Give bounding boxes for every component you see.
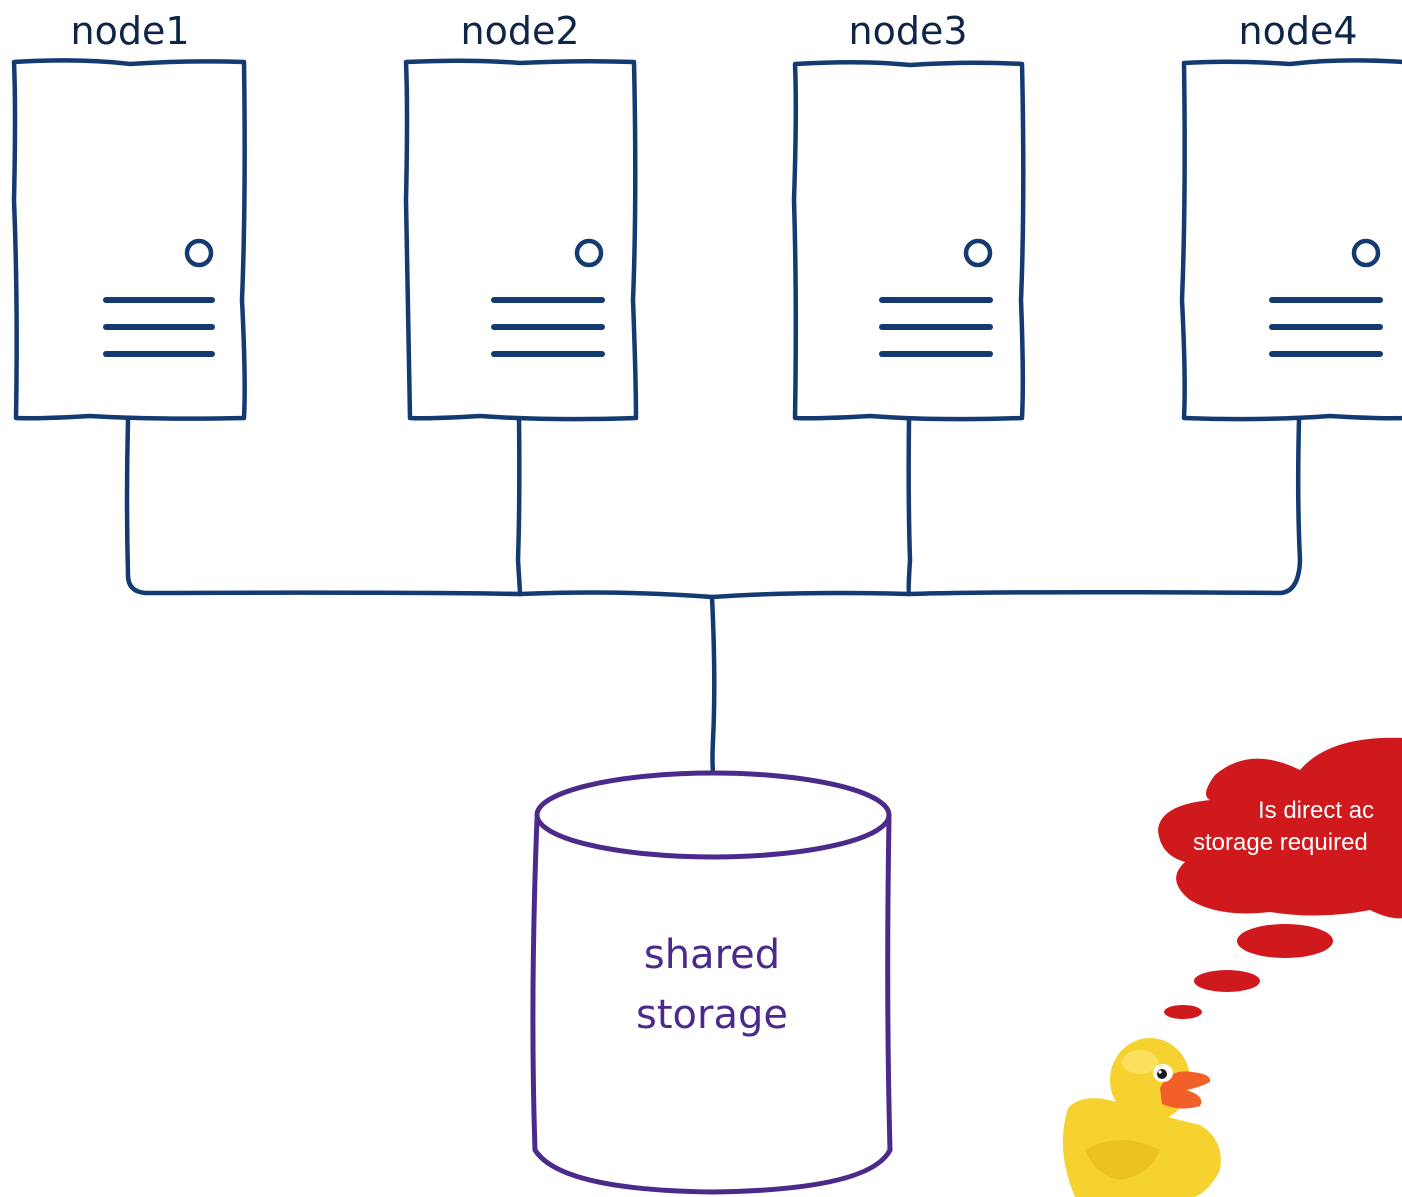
power-led-icon	[1351, 238, 1381, 268]
database-cylinder-icon	[530, 817, 893, 1195]
shared-storage: shared storage	[530, 770, 893, 1195]
rubber-duck-icon	[1062, 1038, 1221, 1197]
duck-eye-glint	[1158, 1070, 1162, 1074]
storage-label-line1: shared	[644, 932, 780, 978]
server-icon	[403, 58, 639, 422]
thought-cloud	[1158, 737, 1402, 919]
server-icon	[791, 59, 1026, 422]
node4-label: node4	[1238, 9, 1357, 53]
power-led-icon	[574, 238, 604, 268]
server-icon	[11, 58, 247, 421]
node1-cable	[124, 417, 523, 597]
bus-segment	[517, 590, 912, 600]
thought-dot-large	[1237, 924, 1333, 958]
node2-label: node2	[460, 9, 579, 53]
cylinder-top	[534, 770, 892, 860]
power-led-icon	[963, 238, 993, 268]
thought-dot-medium	[1194, 970, 1260, 992]
duck-head-highlight	[1122, 1050, 1158, 1074]
server-node1	[11, 58, 247, 421]
node3-label: node3	[848, 9, 967, 53]
node1-label: node1	[70, 9, 189, 53]
thought-bubble: Is direct ac storage required	[1158, 737, 1402, 1019]
node2-cable	[515, 417, 523, 597]
server-node2	[403, 58, 639, 422]
node4-cable	[906, 417, 1303, 597]
node3-cable	[906, 417, 913, 597]
storage-uplink	[709, 594, 717, 775]
bubble-text-line1: Is direct ac	[1258, 797, 1374, 824]
network-bus	[124, 417, 1303, 775]
duck-wing	[1085, 1140, 1160, 1180]
power-led-icon	[184, 238, 214, 268]
duck-beak	[1160, 1071, 1211, 1109]
bubble-text-line2: storage required	[1193, 829, 1368, 856]
duck-pupil	[1157, 1069, 1167, 1079]
server-node4	[1179, 58, 1402, 422]
storage-label-line2: storage	[636, 992, 788, 1038]
server-node3	[791, 59, 1026, 422]
thought-dot-small	[1164, 1005, 1202, 1019]
